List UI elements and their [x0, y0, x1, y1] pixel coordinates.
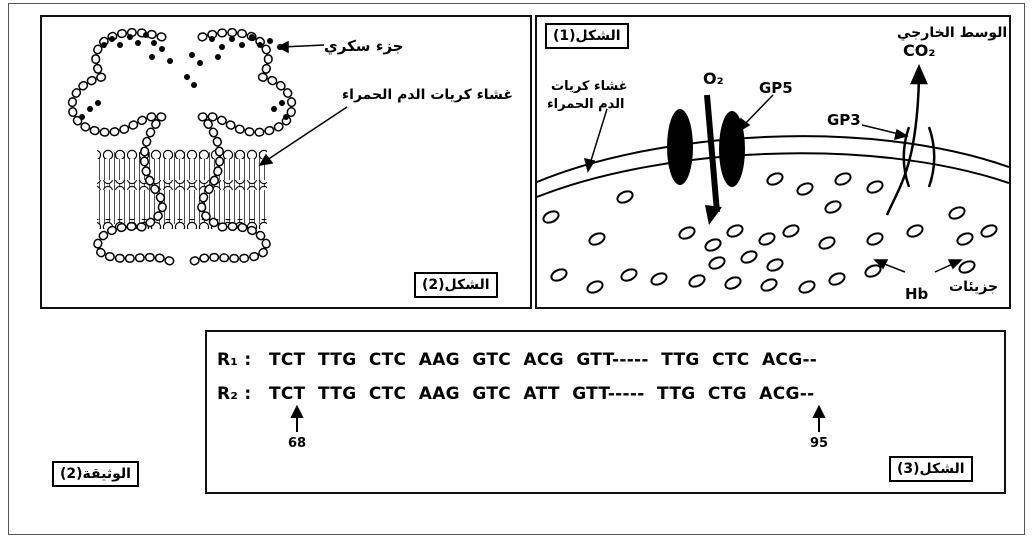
r2-prefix: R₂ : — [217, 384, 252, 404]
rbc-membrane-label: غشاء كريات الدم الحمراء — [342, 87, 513, 103]
position-arrows — [290, 404, 826, 432]
rbc-gas-exchange-diagram — [537, 63, 1009, 294]
sugar-part-label: جزء سكري — [324, 37, 404, 55]
hb-molecules — [542, 172, 998, 294]
hb-label-top: جزيئات — [949, 279, 999, 295]
co2-label: CO₂ — [903, 41, 936, 60]
figure3-tag: الشكل(3) — [889, 456, 973, 482]
rbc-membrane — [537, 135, 1009, 198]
gp5-channel — [667, 94, 745, 225]
figure1-tag: الشكل(1) — [545, 23, 629, 49]
external-medium-label: الوسط الخارجي — [897, 25, 1008, 41]
r1-prefix: R₁ : — [217, 350, 252, 370]
figure2-tag: الشكل(2) — [414, 272, 498, 298]
membrane-label-line1: غشاء كريات — [551, 79, 628, 94]
r1-sequence: TCT TTG CTC AAG GTC ACG GTT----- TTG CTC… — [269, 350, 818, 370]
document-tag: الوثيقة(2) — [52, 461, 139, 487]
r2-sequence: TCT TTG CTC AAG GTC ATT GTT----- TTG CTG… — [269, 384, 815, 404]
figure1-panel: الشكل(1) الوسط الخارجي غشاء كريات الدم ا… — [535, 15, 1011, 309]
position-68: 68 — [287, 436, 307, 451]
figure1-arrows — [583, 94, 963, 273]
o2-label: O₂ — [703, 69, 724, 88]
lipid-bilayer — [97, 149, 267, 229]
glycophorin-diagram — [67, 28, 348, 267]
gp5-label: GP5 — [759, 79, 793, 97]
sugar-chains — [79, 32, 289, 120]
position-95: 95 — [809, 436, 829, 451]
gp3-label: GP3 — [827, 111, 861, 129]
gp3-channel — [885, 63, 936, 216]
figure3-panel: R₁ : TCT TTG CTC AAG GTC ACG GTT----- TT… — [205, 330, 1006, 494]
protein-chain — [67, 28, 297, 267]
membrane-label-line2: الدم الحمراء — [547, 97, 625, 112]
figure2-panel: جزء سكري غشاء كريات الدم الحمراء الشكل(2… — [40, 15, 532, 309]
document-frame — [8, 3, 1025, 535]
hb-label-bottom: Hb — [905, 285, 929, 303]
figure2-arrows — [258, 40, 348, 167]
